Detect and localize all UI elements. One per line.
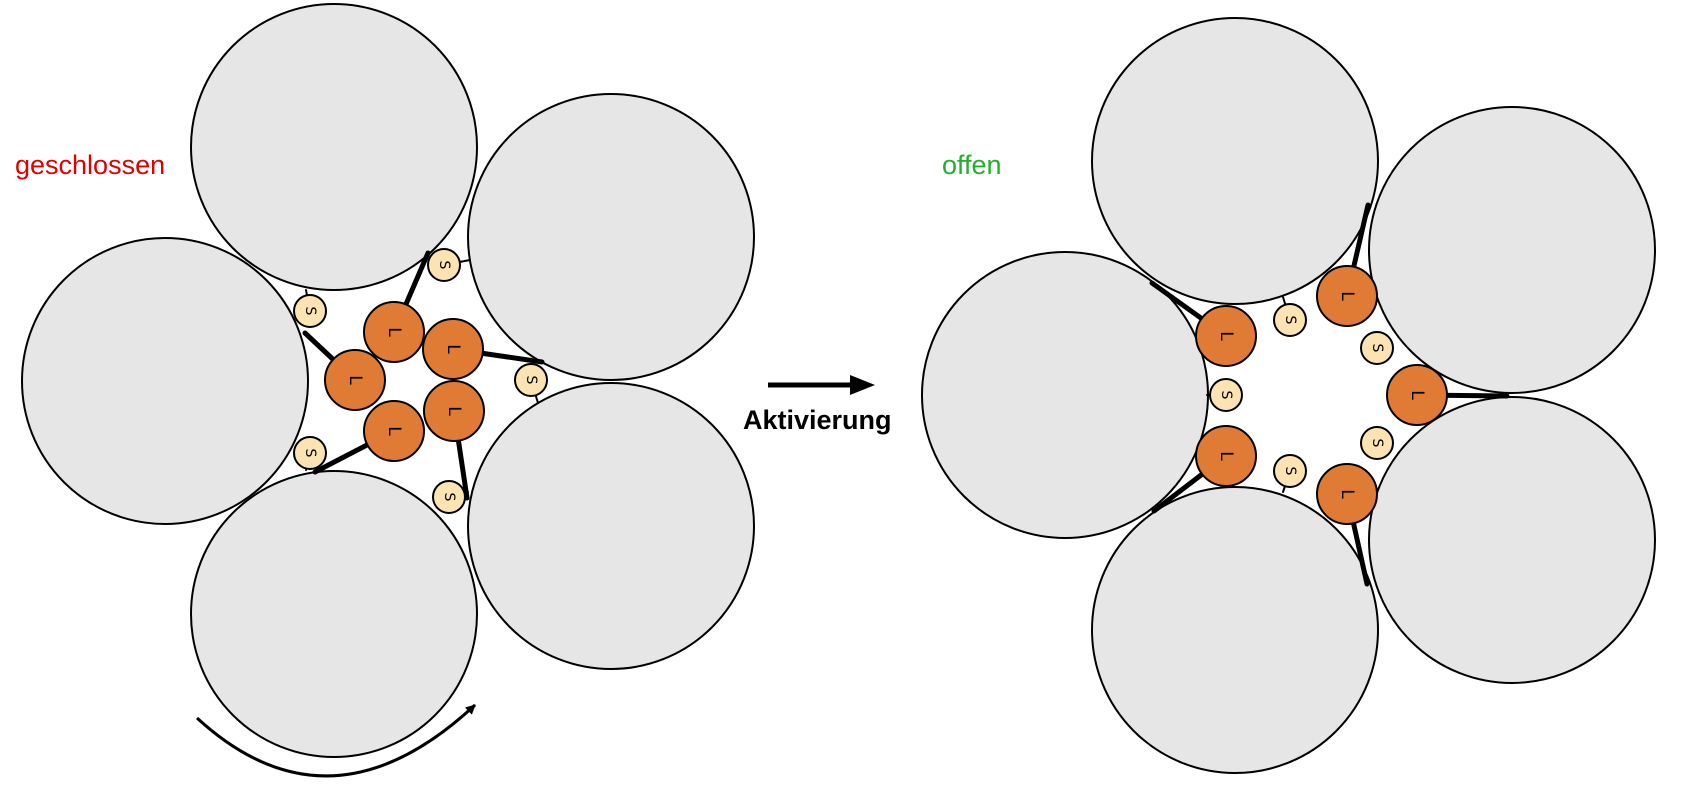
open-subunit-4 xyxy=(1368,396,1656,684)
open-state-structure: L L L L L S S S S S xyxy=(921,17,1656,774)
closed-l-site-2-letter: L xyxy=(443,344,463,354)
closed-subunit-4 xyxy=(467,382,755,670)
closed-l-site-1: L xyxy=(363,301,425,363)
open-subunit-1 xyxy=(1091,17,1379,305)
closed-l-site-5: L xyxy=(363,400,425,462)
open-l-site-2-letter: L xyxy=(1216,331,1236,341)
open-s-site-2: S xyxy=(1360,331,1394,365)
open-l-site-3: L xyxy=(1386,364,1448,426)
closed-s-site-1-letter: S xyxy=(302,307,318,316)
closed-subunit-1 xyxy=(190,3,478,291)
closed-l-site-4: L xyxy=(423,380,485,442)
closed-l-site-2: L xyxy=(422,318,484,380)
closed-l-site-1-letter: L xyxy=(384,327,404,337)
closed-state-structure: L L L L L S S S S S xyxy=(21,3,755,758)
curved-arrow-icon xyxy=(195,703,477,778)
open-subunit-5 xyxy=(1091,486,1379,774)
closed-l-site-3: L xyxy=(324,349,386,411)
open-s-site-1-letter: S xyxy=(1282,316,1298,325)
closed-s-site-4: S xyxy=(293,436,327,470)
closed-s-site-3-letter: S xyxy=(523,376,539,385)
open-l-site-3-letter: L xyxy=(1407,390,1427,400)
open-s-site-1: S xyxy=(1273,303,1307,337)
open-l-site-5-letter: L xyxy=(1337,489,1357,499)
closed-s-site-1: S xyxy=(293,294,327,328)
open-state-label: offen xyxy=(942,150,1002,180)
activation-label: Aktivierung xyxy=(743,405,892,435)
closed-s-site-2-letter: S xyxy=(436,261,452,270)
open-s-site-3: S xyxy=(1209,378,1243,412)
closed-l-site-4-letter: L xyxy=(444,406,464,416)
open-l-site-4: L xyxy=(1195,425,1257,487)
transition-arrow-icon xyxy=(768,375,875,395)
closed-state-label: geschlossen xyxy=(15,150,166,180)
open-l-site-1: L xyxy=(1316,265,1378,327)
open-subunit-2 xyxy=(1368,106,1656,394)
open-l-site-5: L xyxy=(1316,463,1378,525)
open-l-site-4-letter: L xyxy=(1216,451,1236,461)
closed-s-site-2: S xyxy=(427,248,461,282)
closed-subunit-3 xyxy=(21,237,309,525)
closed-l-site-5-letter: L xyxy=(384,426,404,436)
closed-s-site-3: S xyxy=(514,363,548,397)
closed-s-site-5: S xyxy=(432,480,466,514)
closed-s-site-5-letter: S xyxy=(441,493,457,502)
open-s-site-4-letter: S xyxy=(1369,439,1385,448)
closed-subunit-2 xyxy=(467,93,755,381)
open-s-site-3-letter: S xyxy=(1218,391,1234,400)
open-s-site-5: S xyxy=(1273,454,1307,488)
open-s-site-4: S xyxy=(1360,426,1394,460)
open-l-site-2: L xyxy=(1195,305,1257,367)
open-s-site-5-letter: S xyxy=(1282,467,1298,476)
open-s-site-2-letter: S xyxy=(1369,344,1385,353)
closed-s-site-4-letter: S xyxy=(302,449,318,458)
open-l-site-1-letter: L xyxy=(1337,291,1357,301)
closed-l-site-3-letter: L xyxy=(345,375,365,385)
closed-subunit-5 xyxy=(190,470,478,758)
